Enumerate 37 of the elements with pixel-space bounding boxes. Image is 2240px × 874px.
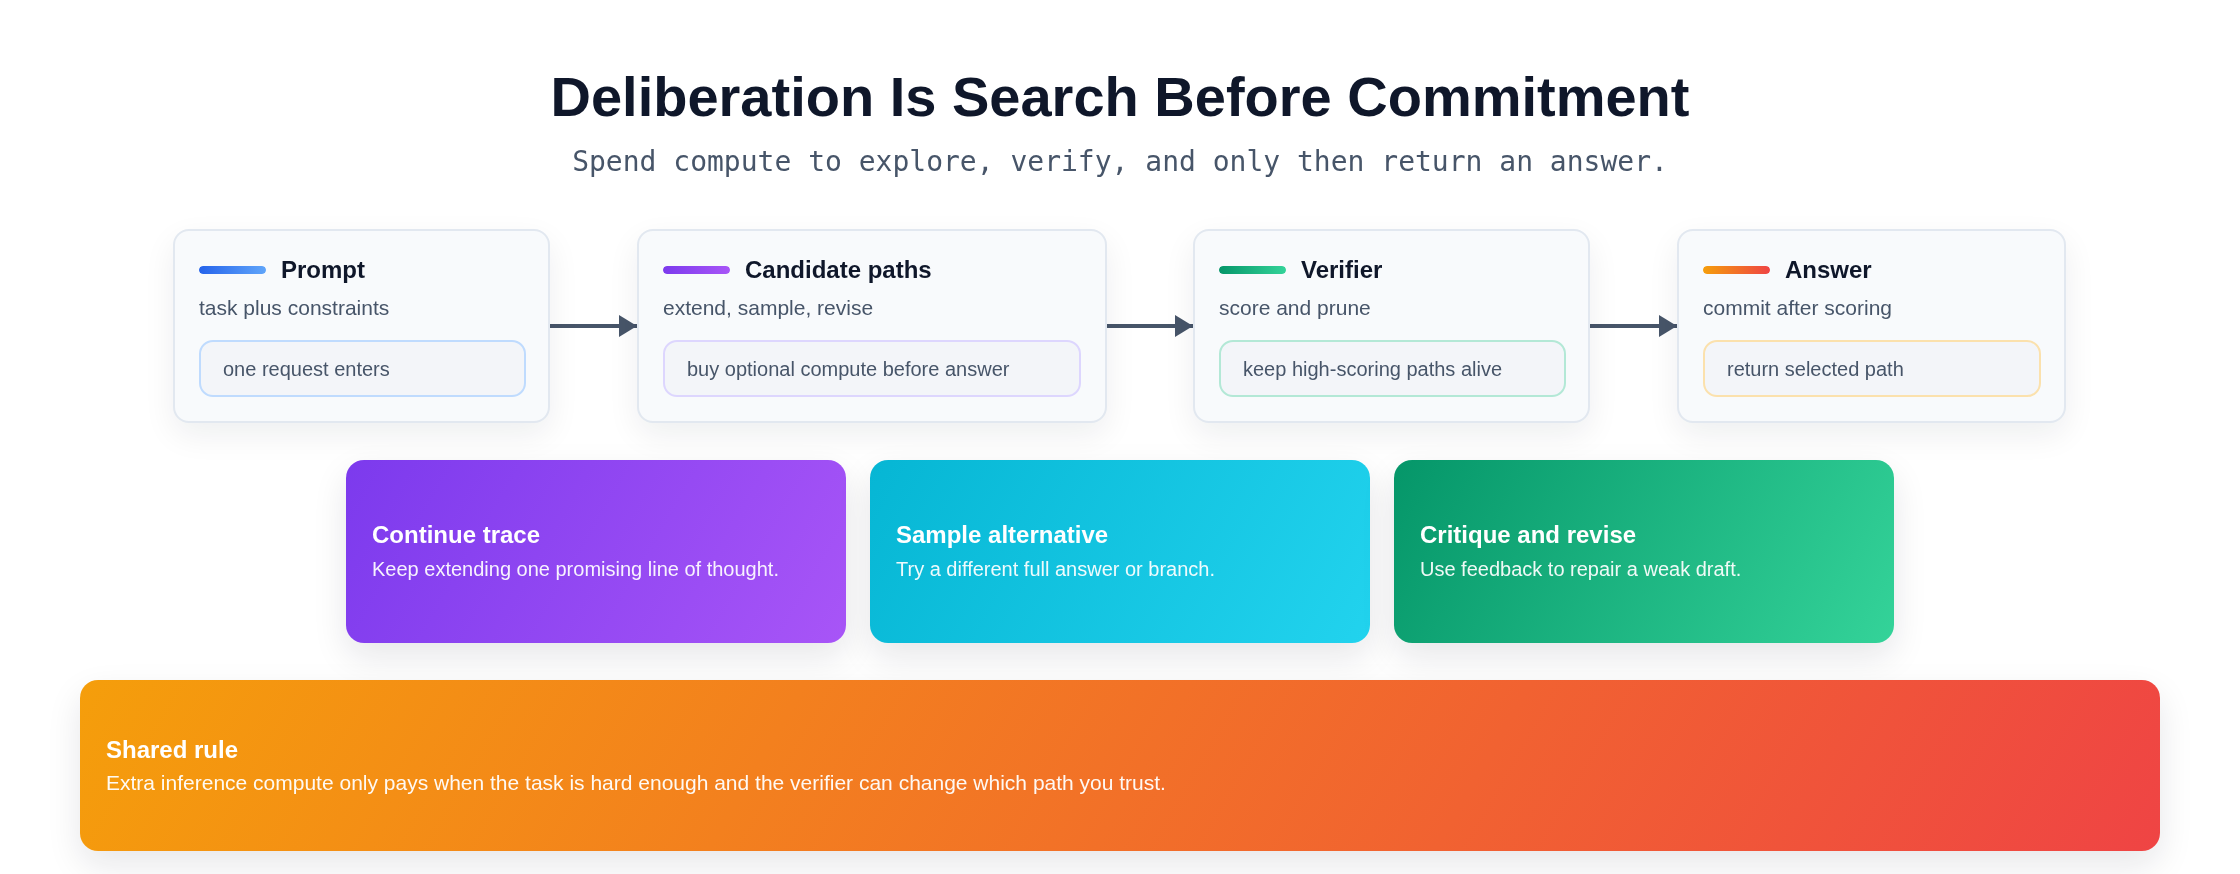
option-title: Sample alternative	[896, 520, 1109, 550]
step-title: Verifier	[1301, 255, 1383, 285]
option-title: Continue trace	[372, 520, 541, 550]
step-card	[173, 229, 550, 423]
option-description: Keep extending one promising line of thought.	[372, 557, 779, 582]
note-text: return selected path	[1727, 356, 1904, 381]
step-card	[637, 229, 1107, 423]
step-subtitle: extend, sample, revise	[663, 295, 874, 321]
flow-arrow	[550, 315, 637, 337]
option-title: Critique and revise	[1420, 520, 1637, 550]
option-description: Try a different full answer or branch.	[896, 557, 1216, 582]
note-panel	[199, 340, 526, 397]
rule-title: Shared rule	[106, 735, 239, 765]
note-text: buy optional compute before answer	[687, 356, 1010, 381]
option-card	[1394, 460, 1894, 643]
option-card	[346, 460, 846, 643]
flow-arrow	[1107, 315, 1193, 337]
step-card	[1677, 229, 2066, 423]
step-title: Answer	[1785, 255, 1872, 285]
option-card	[870, 460, 1370, 643]
step-subtitle: commit after scoring	[1703, 295, 1893, 321]
page-title: Deliberation Is Search Before Commitment	[550, 64, 1690, 130]
note-panel	[663, 340, 1081, 397]
step-subtitle: score and prune	[1219, 295, 1371, 321]
note-panel	[1219, 340, 1566, 397]
step-title: Candidate paths	[745, 255, 932, 285]
step-card	[1193, 229, 1590, 423]
note-panel	[1703, 340, 2041, 397]
rule-description: Extra inference compute only pays when the task is hard enough and the verifier can change which path you trust.	[106, 770, 1166, 796]
step-title: Prompt	[281, 255, 365, 285]
note-text: keep high-scoring paths alive	[1243, 356, 1503, 381]
step-subtitle: task plus constraints	[199, 295, 390, 321]
flow-arrow	[1590, 315, 1677, 337]
option-description: Use feedback to repair a weak draft.	[1420, 557, 1742, 582]
note-text: one request enters	[223, 356, 390, 381]
rule-banner	[80, 680, 2160, 851]
page-subtitle: Spend compute to explore, verify, and only then return an answer.	[572, 144, 1668, 180]
